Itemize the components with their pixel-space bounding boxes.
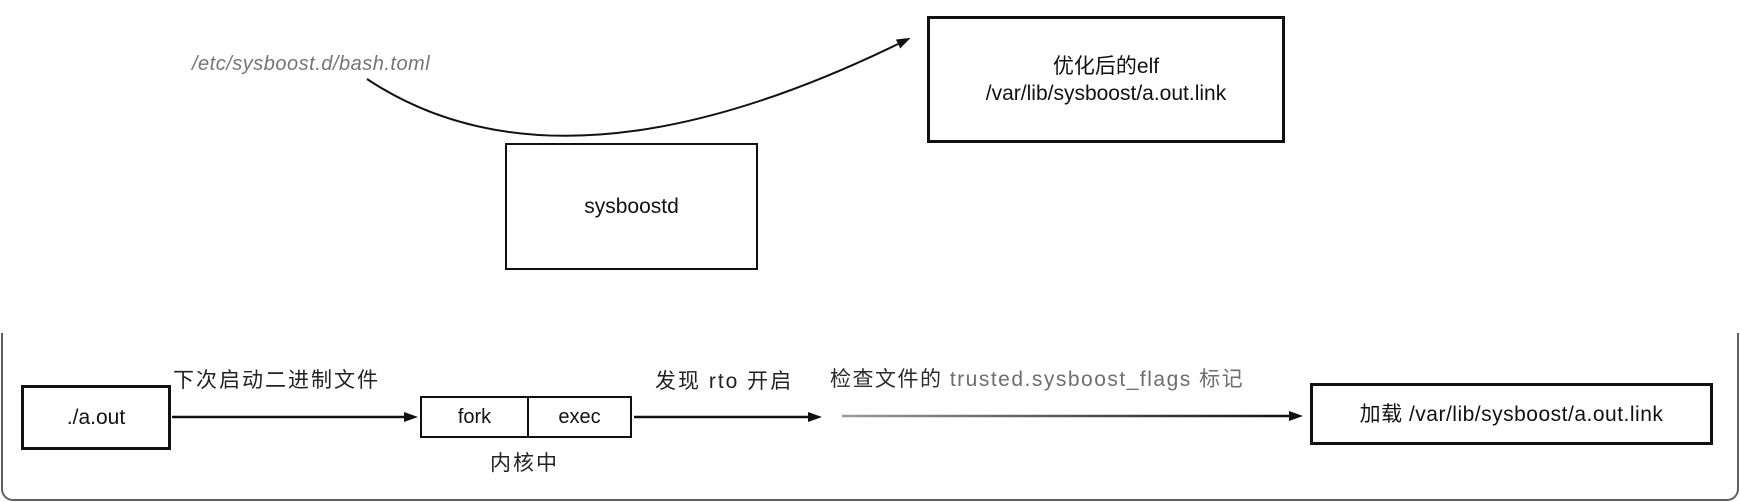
kernel-label: 内核中 xyxy=(490,452,559,475)
load-box: 加载 /var/lib/sysboost/a.out.link xyxy=(1310,383,1713,445)
check-flags-arrow-label: 检查文件的 trusted.sysboost_flags 标记 xyxy=(830,369,1244,391)
config-to-elf-curve-arrow xyxy=(366,37,911,137)
launch-arrow-label: 下次启动二进制文件 xyxy=(173,369,380,392)
config-file-label: /etc/sysboost.d/bash.toml xyxy=(192,53,431,75)
fork-cell: fork xyxy=(422,398,527,436)
exec-cell: exec xyxy=(527,398,630,436)
binary-box: ./a.out xyxy=(21,385,171,450)
check-label-prefix: 检查文件的 xyxy=(830,368,950,391)
binary-box-label: ./a.out xyxy=(66,406,126,429)
optimized-elf-line1: 优化后的elf xyxy=(1052,54,1160,78)
optimized-elf-box: 优化后的elf /var/lib/sysboost/a.out.link xyxy=(927,16,1285,143)
fork-cell-label: fork xyxy=(457,405,492,428)
fork-exec-box: fork exec xyxy=(420,396,632,438)
sysboostd-box: sysboostd xyxy=(505,143,758,270)
check-label-attr: trusted.sysboost_flags xyxy=(949,368,1192,391)
load-box-label: 加载 /var/lib/sysboost/a.out.link xyxy=(1359,402,1664,426)
exec-cell-label: exec xyxy=(558,405,601,428)
optimized-elf-line2: /var/lib/sysboost/a.out.link xyxy=(985,81,1227,105)
sysboostd-box-label: sysboostd xyxy=(584,195,679,218)
check-label-suffix: 标记 xyxy=(1191,368,1245,391)
rto-arrow-label: 发现 rto 开启 xyxy=(655,370,794,393)
